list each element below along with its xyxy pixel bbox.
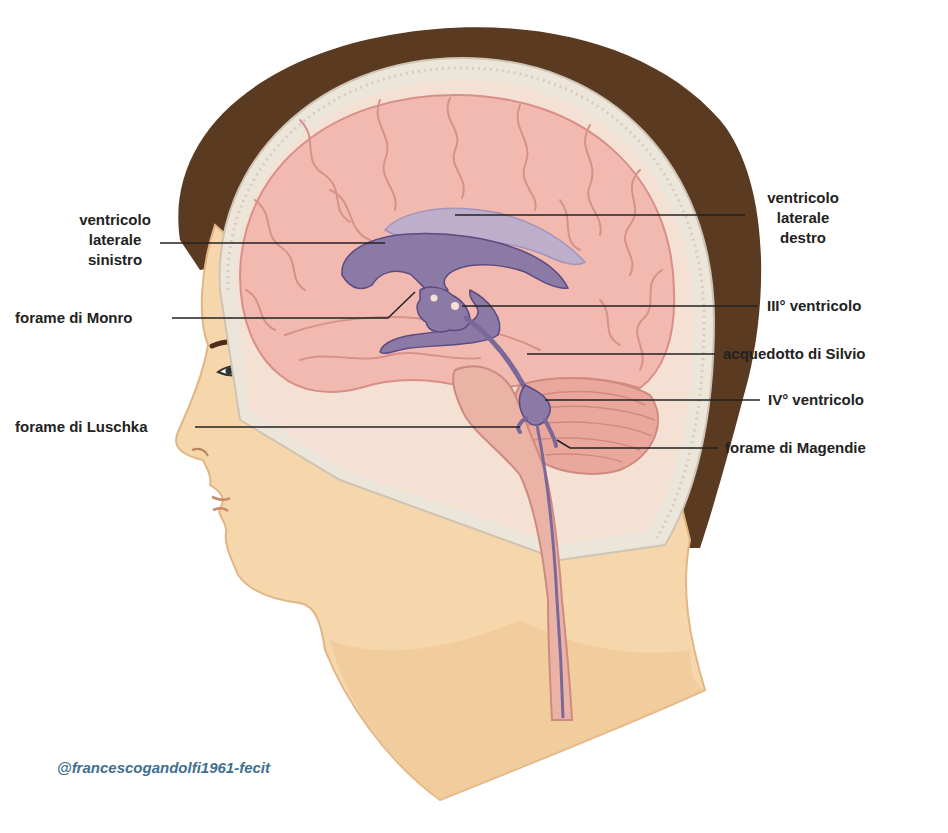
part-label: ventricolo laterale destro	[753, 188, 853, 248]
lips	[212, 497, 230, 511]
part-label: IV° ventricolo	[768, 390, 864, 410]
leader-line	[455, 214, 745, 216]
luschka-foramen	[518, 418, 526, 432]
skull-bone	[220, 58, 714, 560]
cranial-cavity	[236, 80, 694, 545]
third-ventricle	[417, 287, 470, 332]
watermark: @francescogandolfi1961-fecit	[57, 758, 270, 778]
sulcus	[330, 190, 370, 240]
folium	[540, 392, 645, 405]
leader-line	[557, 440, 718, 448]
part-label: ventricolo laterale sinistro	[65, 210, 165, 270]
leader-line	[160, 242, 385, 244]
sulcus	[448, 98, 464, 198]
aqueduct	[466, 318, 525, 388]
leader-line	[172, 292, 415, 318]
part-label: forame di Monro	[15, 308, 133, 328]
folium	[545, 454, 622, 462]
part-label: III° ventricolo	[767, 296, 861, 316]
gyri	[246, 98, 662, 370]
interthalamic-adhesion	[451, 302, 459, 310]
leader-line	[462, 305, 758, 307]
sulcus	[637, 270, 662, 370]
sulcus	[300, 353, 480, 360]
nostril	[192, 449, 208, 456]
leader-line	[195, 426, 520, 428]
leader-line	[527, 353, 715, 355]
sulcus	[518, 105, 536, 210]
part-label: forame di Luschka	[15, 417, 148, 437]
central-canal	[537, 425, 563, 718]
leader-line	[545, 399, 760, 401]
sulcus	[300, 120, 350, 222]
brainstem	[453, 366, 572, 720]
sulcus	[378, 100, 396, 210]
part-label: forame di Magendie	[725, 438, 866, 458]
part-label: acquedotto di Silvio	[723, 344, 866, 364]
sulcus	[585, 125, 601, 235]
neck-shadow	[330, 620, 705, 800]
sulcus	[246, 290, 275, 330]
interthalamic-adhesion	[431, 295, 438, 302]
sulcus	[255, 200, 305, 290]
sulcus	[625, 170, 640, 275]
magendie-foramen	[545, 420, 556, 446]
leader-lines	[160, 215, 760, 448]
